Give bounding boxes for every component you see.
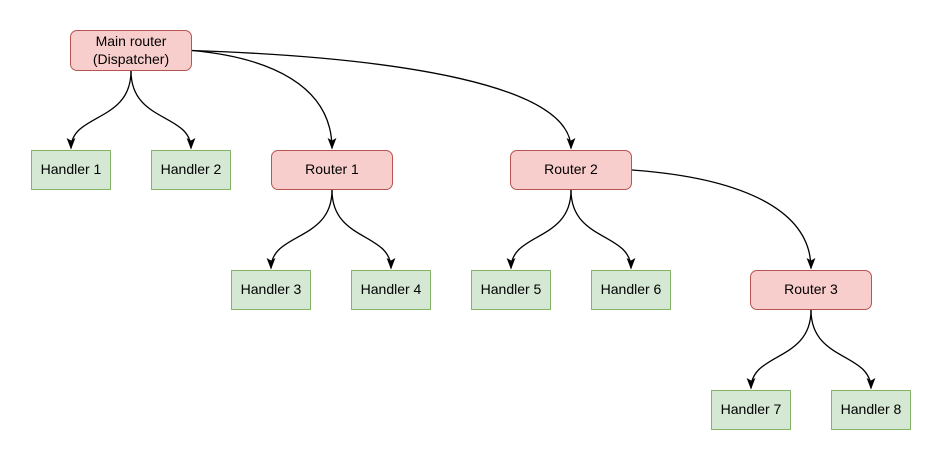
node-label: Handler 7 <box>720 401 782 418</box>
node-label: Handler 1 <box>40 161 102 178</box>
node-handler1: Handler 1 <box>31 150 111 190</box>
node-handler5: Handler 5 <box>471 270 551 310</box>
node-handler7: Handler 7 <box>711 390 791 430</box>
node-main: Main router (Dispatcher) <box>70 30 192 71</box>
node-label: Router 2 <box>544 161 598 178</box>
node-router1: Router 1 <box>271 150 393 190</box>
node-handler2: Handler 2 <box>151 150 231 190</box>
node-label: Handler 6 <box>600 281 662 298</box>
node-handler3: Handler 3 <box>231 270 311 310</box>
node-label: Handler 2 <box>160 161 222 178</box>
node-handler4: Handler 4 <box>351 270 431 310</box>
node-label: Router 3 <box>784 281 838 298</box>
node-router3: Router 3 <box>750 270 872 310</box>
node-label: Handler 3 <box>240 281 302 298</box>
node-label: Handler 5 <box>480 281 542 298</box>
node-label: Main router (Dispatcher) <box>92 33 170 67</box>
node-label: Handler 4 <box>360 281 422 298</box>
node-label: Handler 8 <box>840 401 902 418</box>
node-handler6: Handler 6 <box>591 270 671 310</box>
node-handler8: Handler 8 <box>831 390 911 430</box>
node-label: Router 1 <box>305 161 359 178</box>
node-router2: Router 2 <box>510 150 632 190</box>
